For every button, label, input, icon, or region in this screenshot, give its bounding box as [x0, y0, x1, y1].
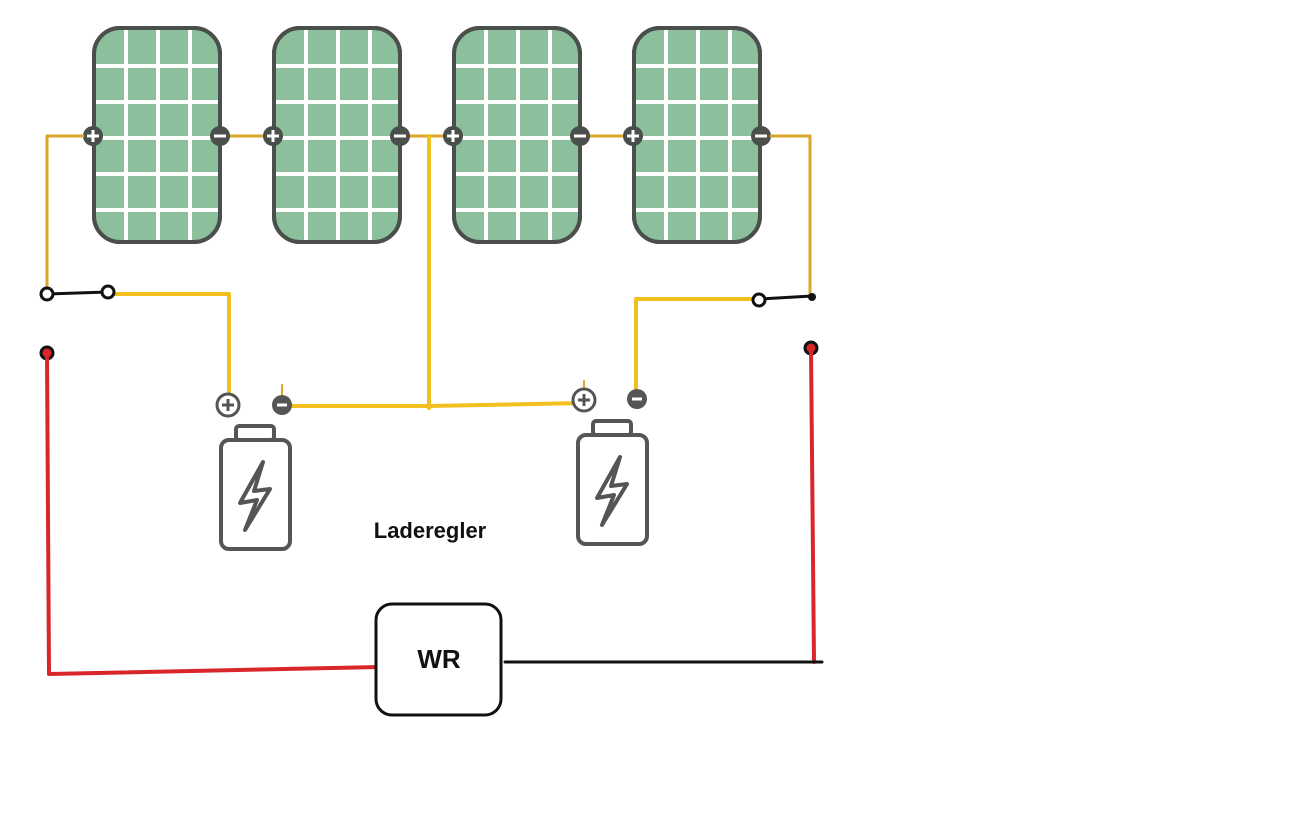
dc-wires — [45, 134, 812, 410]
minus-terminal-icon — [570, 126, 590, 146]
solar-panel-3 — [452, 26, 582, 244]
plus-terminal-icon — [443, 126, 463, 146]
minus-terminal-icon — [272, 395, 292, 415]
plus-terminal-icon — [623, 126, 643, 146]
battery-left — [215, 392, 292, 551]
controller-label: Laderegler — [374, 518, 487, 543]
plus-terminal-icon — [571, 387, 597, 413]
plus-terminal-icon — [263, 126, 283, 146]
panel-terminals — [83, 126, 771, 146]
plus-terminal-icon — [215, 392, 241, 418]
battery-right — [571, 387, 649, 546]
solar-panel-1 — [92, 26, 222, 244]
minus-terminal-icon — [210, 126, 230, 146]
switch-left — [39, 284, 116, 361]
minus-terminal-icon — [627, 389, 647, 409]
switch-right — [751, 292, 819, 356]
output-wires — [45, 348, 824, 676]
minus-terminal-icon — [390, 126, 410, 146]
lightning-icon — [238, 460, 272, 532]
minus-terminal-icon — [751, 126, 771, 146]
solar-panel-2 — [272, 26, 402, 244]
solar-panel-4 — [632, 26, 762, 244]
inverter-box: WR — [374, 602, 503, 717]
inverter-label: WR — [417, 644, 461, 674]
plus-terminal-icon — [83, 126, 103, 146]
lightning-icon — [595, 455, 629, 527]
